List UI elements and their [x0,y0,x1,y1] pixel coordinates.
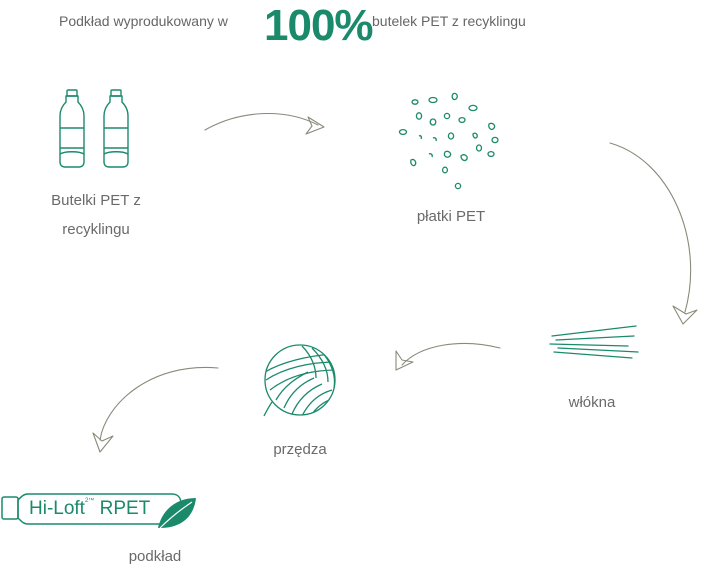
step-label-bottles: Butelki PET z recyklingu [26,186,166,244]
hi-loft-rpet-logo: Hi-Loft2™ RPET [0,488,200,534]
headline-suffix: butelek PET z recyklingu [372,13,526,29]
brand-suffix: RPET [99,498,151,519]
headline-prefix: Podkład wyprodukowany w [59,13,228,29]
fibers-icon [548,322,640,372]
arrow-3 [401,342,501,366]
arrow-1 [204,113,319,131]
step-label-flakes: płatki PET [416,208,486,225]
brand-name-text: Hi-Loft [29,498,85,519]
step-label-yarn: przędza [273,441,327,458]
step-label-fibers: włókna [568,394,616,411]
bottles-icon [56,88,136,168]
brand-name: Hi-Loft2™ RPET [29,498,151,519]
flakes-icon [395,88,510,193]
brand-trademark: 2™ [84,498,95,504]
arrow-2 [609,142,692,313]
arrow-4 [99,366,219,441]
step-label-bottles-line2: recyklingu [62,221,130,238]
step-label-underlay: podkład [128,548,182,565]
headline-percentage: 100% [264,1,374,50]
step-label-bottles-line1: Butelki PET z [51,192,141,209]
yarn-ball-icon [262,342,342,420]
